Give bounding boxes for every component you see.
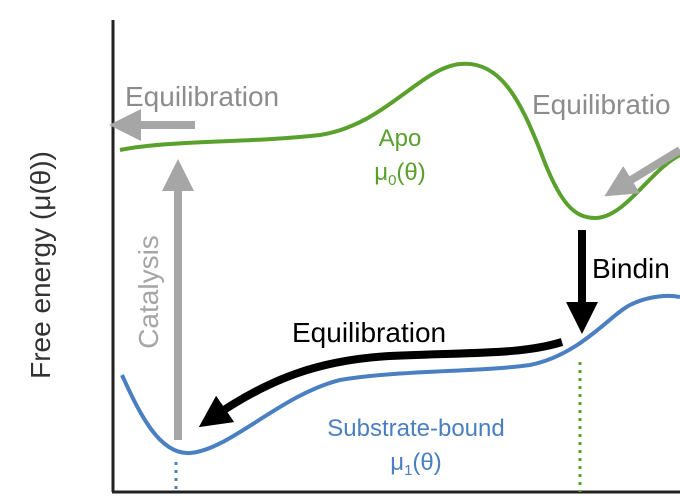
- substrate-bound-label: Substrate-bound: [327, 415, 504, 442]
- equilibration-bottom-label: Equilibration: [292, 317, 446, 348]
- equilibration-top-right-label: Equilibratio: [532, 89, 671, 120]
- substrate-bound-curve: [120, 294, 680, 456]
- equilibration-top-left-label: Equilibration: [125, 81, 279, 112]
- apo-curve: [119, 61, 680, 221]
- binding-label: Bindin: [592, 253, 670, 284]
- apo-symbol: μ0(θ): [374, 159, 426, 189]
- catalysis-label: Catalysis: [133, 235, 164, 349]
- equilibration-bottom-arrow: [198, 338, 564, 428]
- apo-label: Apo: [379, 125, 422, 152]
- y-axis-label: Free energy (μ(θ)): [25, 151, 56, 379]
- equilibration-top-right-arrow: [604, 146, 680, 197]
- substrate-bound-symbol: μ1(θ): [390, 449, 442, 479]
